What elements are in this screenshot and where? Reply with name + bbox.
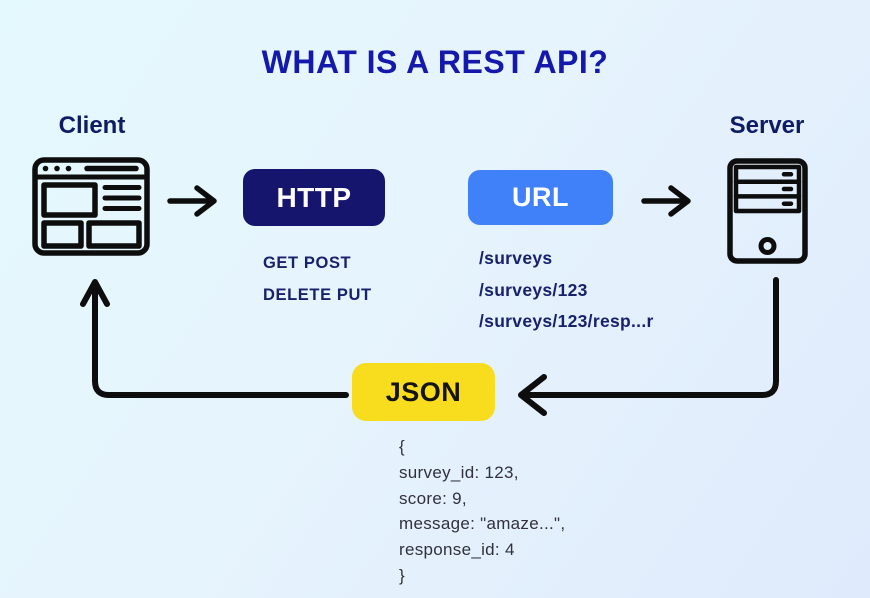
json-code-line: message: "amaze...", bbox=[399, 514, 566, 534]
json-code-line: score: 9, bbox=[399, 488, 467, 508]
arrow-json-to-client bbox=[80, 272, 355, 407]
http-methods-line: DELETE PUT bbox=[263, 286, 372, 304]
arrow-right-icon bbox=[167, 185, 219, 217]
json-code-line: } bbox=[399, 565, 405, 585]
json-code-line: { bbox=[399, 437, 405, 456]
json-box: JSON bbox=[352, 363, 495, 421]
url-endpoint: /surveys bbox=[479, 248, 553, 268]
client-label: Client bbox=[58, 112, 126, 139]
json-code-line: survey_id: 123, bbox=[399, 462, 519, 482]
url-endpoint-list: /surveys /surveys/123 /surveys/123/resp.… bbox=[479, 243, 654, 338]
server-label: Server bbox=[729, 112, 805, 139]
arrow-server-to-json bbox=[505, 272, 795, 422]
json-code-block: { survey_id: 123, score: 9, message: "am… bbox=[399, 434, 565, 589]
browser-window-icon bbox=[32, 157, 150, 256]
url-endpoint: /surveys/123 bbox=[479, 279, 588, 300]
page-title: WHAT IS A REST API? bbox=[261, 44, 609, 80]
http-methods-line: GET POST bbox=[263, 254, 352, 272]
http-method-list: GET POST DELETE PUT bbox=[263, 247, 372, 311]
http-box: HTTP bbox=[243, 169, 385, 226]
arrow-right-icon bbox=[641, 185, 693, 217]
url-endpoint: /surveys/123/resp...r bbox=[479, 311, 654, 331]
url-box: URL bbox=[468, 170, 613, 225]
server-tower-icon bbox=[727, 158, 808, 264]
json-code-line: response_id: 4 bbox=[399, 540, 515, 560]
